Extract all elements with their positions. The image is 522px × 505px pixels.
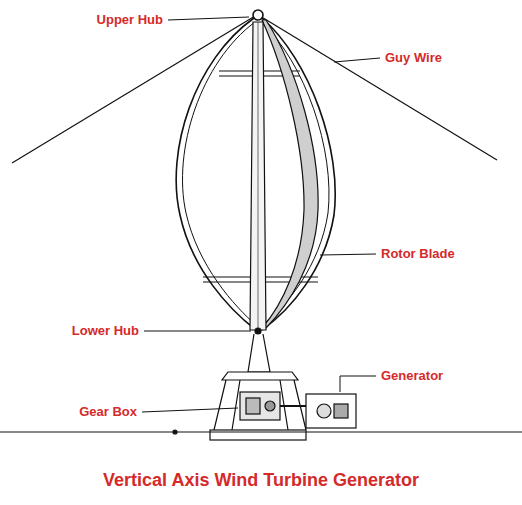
caption: Vertical Axis Wind Turbine Generator	[0, 470, 522, 491]
part-label: Generator	[380, 369, 444, 383]
part-label: Rotor Blade	[380, 247, 456, 261]
part-label: Lower Hub	[71, 324, 140, 338]
part-label: Gear Box	[78, 405, 138, 419]
part-label: Upper Hub	[96, 13, 164, 27]
part-label: Guy Wire	[384, 51, 443, 65]
